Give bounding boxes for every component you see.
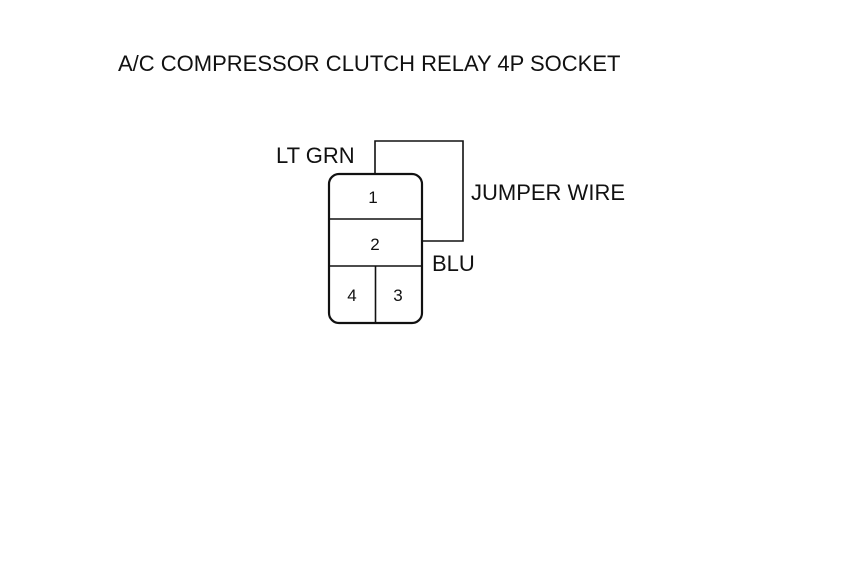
- jumper-wire-label: JUMPER WIRE: [471, 180, 625, 205]
- diagram-title: A/C COMPRESSOR CLUTCH RELAY 4P SOCKET: [118, 51, 620, 76]
- wire-label-blu: BLU: [432, 251, 475, 276]
- terminal-2-number: 2: [370, 235, 379, 254]
- terminal-1-number: 1: [368, 188, 377, 207]
- terminal-4-number: 4: [347, 286, 356, 305]
- terminal-3-number: 3: [393, 286, 402, 305]
- wire-label-lt-grn: LT GRN: [276, 143, 355, 168]
- jumper-wire: [374, 140, 464, 242]
